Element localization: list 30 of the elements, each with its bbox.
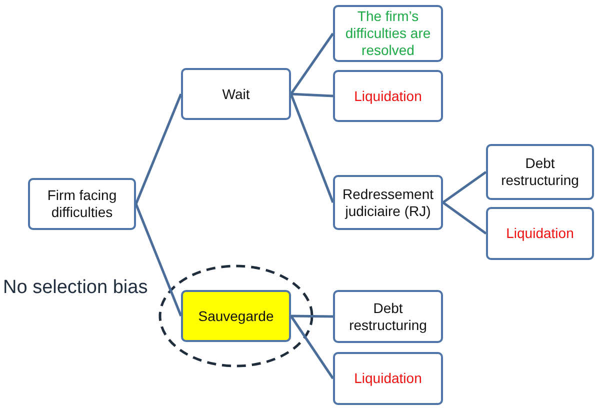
process-box (333, 175, 443, 230)
connector-line (290, 32, 334, 95)
node-text: The firm’s difficulties are resolved (344, 8, 432, 59)
node-text: Liquidation (354, 370, 422, 387)
connector-line (442, 170, 487, 204)
process-box (333, 352, 443, 405)
process-box (181, 68, 291, 120)
connector-line (290, 314, 334, 318)
connector-line (290, 315, 334, 380)
process-box (486, 207, 594, 260)
process-box (181, 290, 291, 342)
process-box (28, 178, 136, 230)
node-text: Redressement judiciaire (RJ) (341, 186, 435, 220)
connector-line (134, 204, 182, 316)
node-text: Liquidation (354, 88, 422, 104)
node-text: Debt restructuring (348, 300, 428, 334)
connector-line (290, 94, 334, 203)
connector-line (134, 94, 182, 204)
connector-line (442, 201, 487, 235)
process-box (333, 70, 443, 122)
process-box (333, 290, 443, 343)
node-text: Sauvegarde (198, 308, 274, 324)
connector-line (290, 92, 334, 98)
node-text: Wait (222, 86, 250, 102)
node-text: Liquidation (506, 225, 574, 242)
node-text: Firm facing difficulties (46, 187, 118, 221)
node-text: Debt restructuring (500, 155, 580, 189)
annotation-text: No selection bias (3, 277, 148, 299)
process-box (333, 5, 443, 62)
process-box (486, 144, 594, 200)
